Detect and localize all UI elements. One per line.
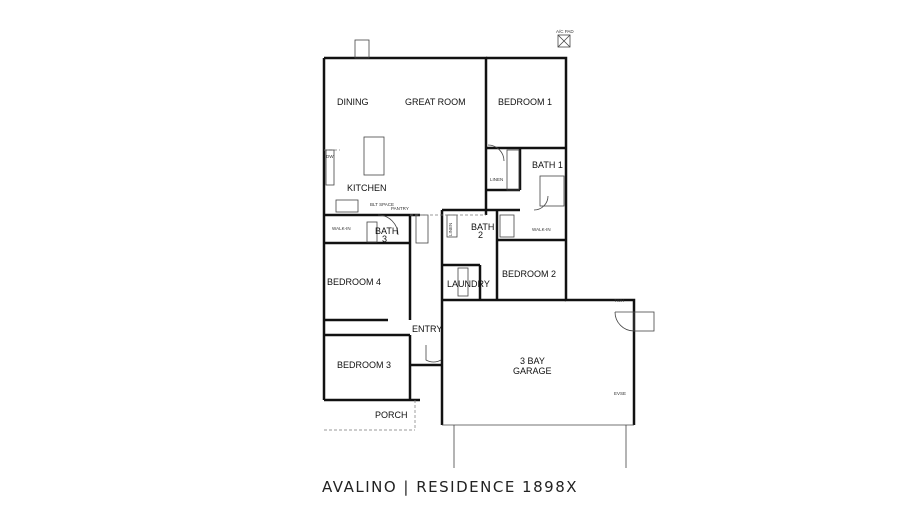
- label-ac-pad: A/C PAD: [556, 29, 574, 34]
- room-label-garage-bays: 3 BAY: [520, 356, 545, 366]
- room-label-bath-3-number: 3: [382, 234, 387, 244]
- room-label-garage: GARAGE: [513, 366, 552, 376]
- room-label-bedroom-1: BEDROOM 1: [498, 97, 552, 107]
- room-label-bath-2: BATH: [471, 222, 494, 232]
- room-label-bath-1: BATH 1: [532, 160, 563, 170]
- room-label-walk-in-right: WALK-IN: [532, 227, 551, 232]
- plan-title: AVALINO | RESIDENCE 1898X: [321, 478, 579, 496]
- room-label-porch: PORCH: [375, 410, 408, 420]
- walls: [322, 56, 636, 425]
- room-label-bedroom-3: BEDROOM 3: [337, 360, 391, 370]
- room-label-walk-in-left: WALK-IN: [332, 226, 351, 231]
- room-label-dining: DINING: [337, 97, 369, 107]
- fixtures: [324, 34, 655, 468]
- label-pantry: PANTRY: [391, 206, 409, 211]
- label-blt-space: BLT SPACE: [370, 202, 394, 207]
- room-label-kitchen: KITCHEN: [347, 183, 387, 193]
- label-twh: TWH: [614, 298, 624, 303]
- room-label-great-room: GREAT ROOM: [405, 97, 466, 107]
- room-label-bedroom-2: BEDROOM 2: [502, 269, 556, 279]
- label-evse: EVSE: [614, 391, 626, 396]
- room-label-bedroom-4: BEDROOM 4: [327, 277, 381, 287]
- room-label-entry: ENTRY: [412, 324, 442, 334]
- label-linen-2: LINEN: [448, 223, 453, 236]
- room-label-laundry: LAUNDRY: [447, 279, 490, 289]
- label-dw: DW: [326, 154, 334, 159]
- room-label-bath-2-number: 2: [478, 230, 483, 240]
- room-label-bath-3: BATH: [375, 226, 398, 236]
- room-label-linen-1: LINEN: [490, 177, 503, 182]
